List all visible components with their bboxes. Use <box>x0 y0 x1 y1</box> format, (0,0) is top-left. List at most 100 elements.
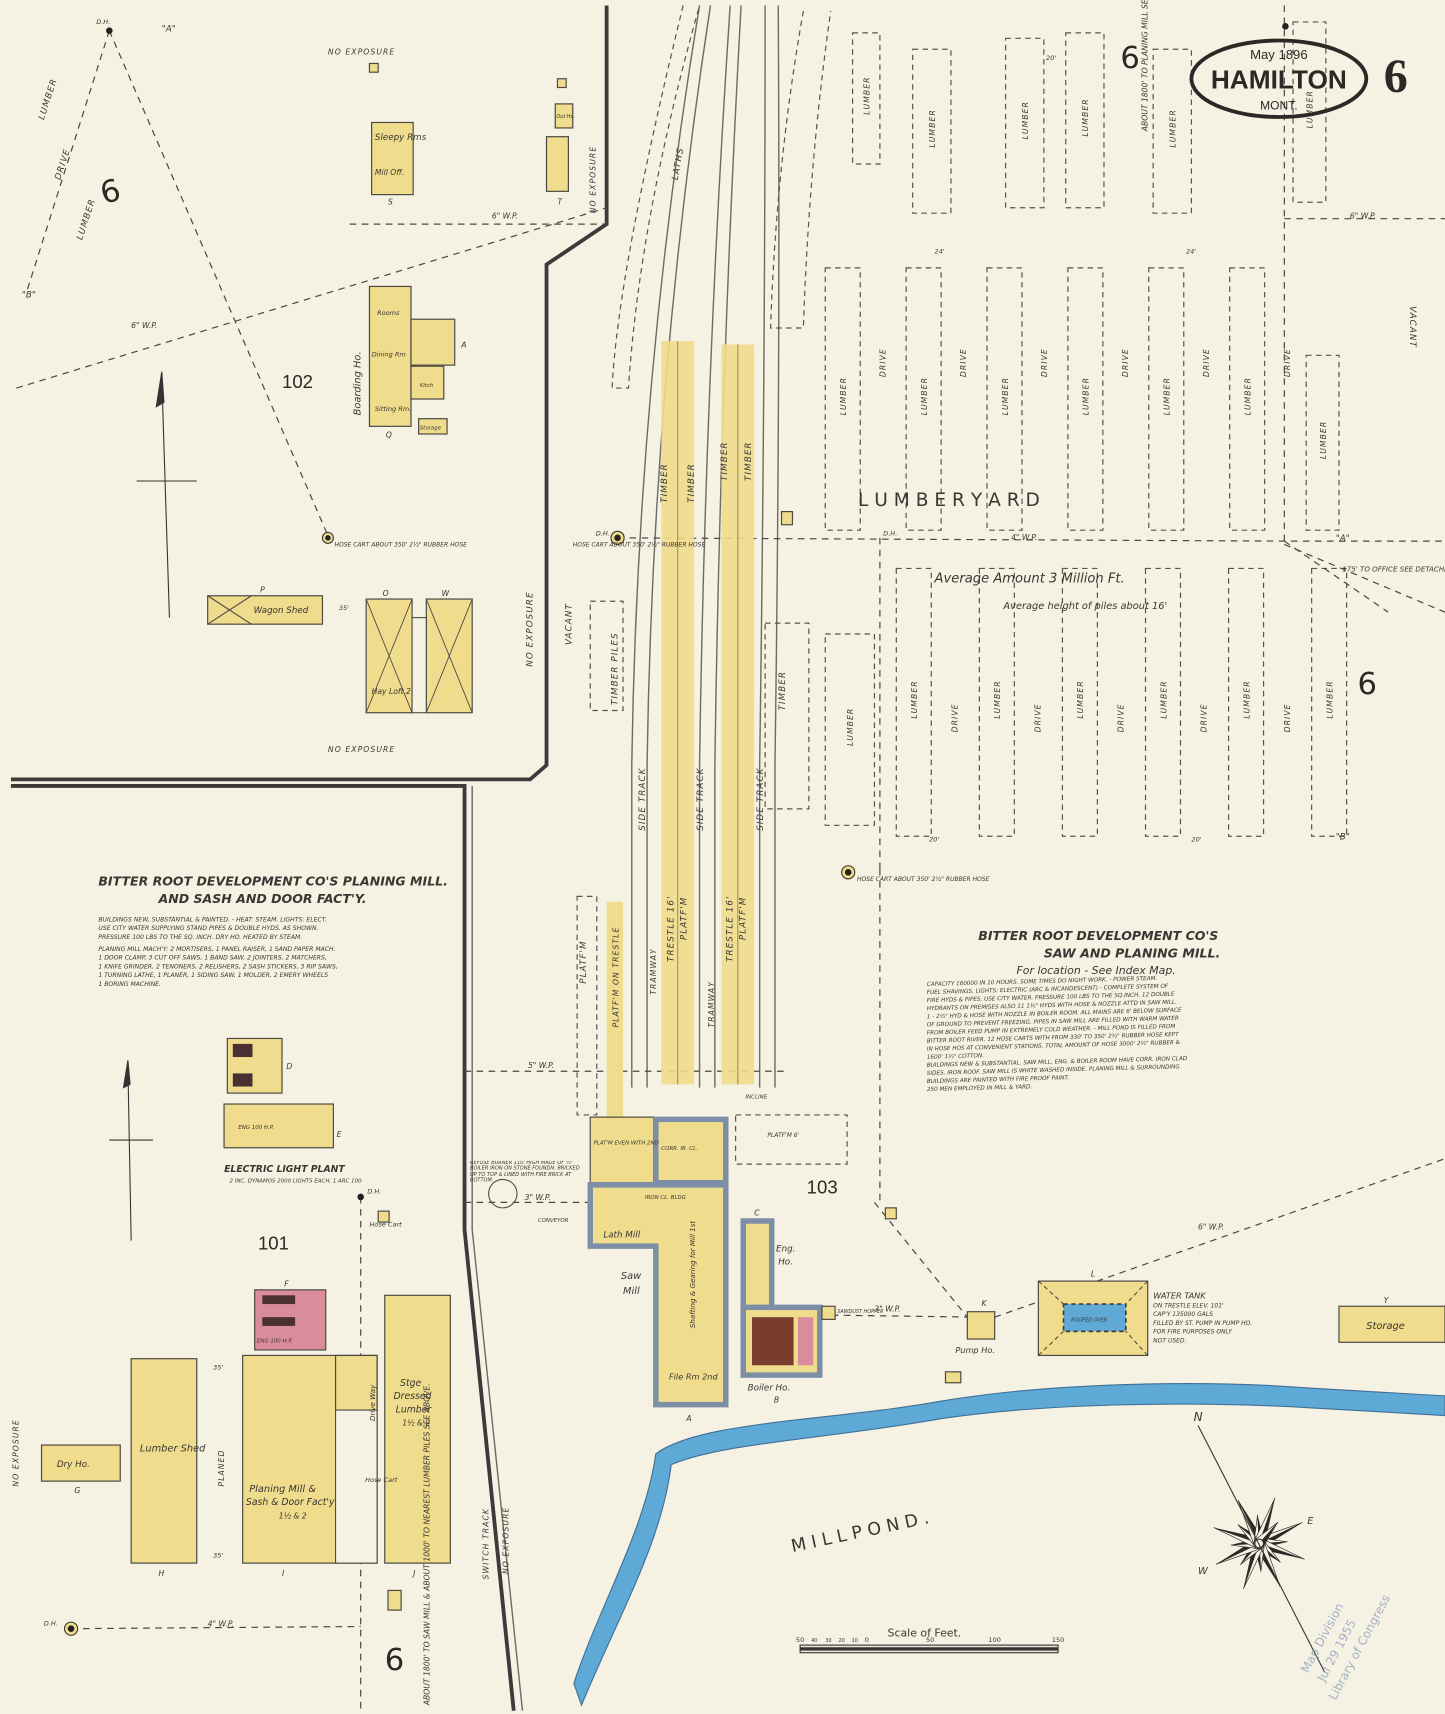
label-water-pipe: 3" W.P. <box>525 1193 551 1202</box>
block-102-number: 102 <box>282 371 313 392</box>
letter-label: T <box>557 197 563 206</box>
letter-label: "A" <box>162 25 176 35</box>
match-sheet-6-bottom: 6 <box>385 1643 404 1678</box>
letter-label: A <box>685 1414 691 1423</box>
water-tank-note-line: FILLED BY ST. PUMP IN PUMP HO. <box>1153 1320 1252 1327</box>
label-lumber: LUMBER <box>993 680 1002 718</box>
label-iron-clad-building: IRON CL. BLDG <box>645 1195 686 1201</box>
label-lumber: LUMBER <box>910 680 919 718</box>
block-102-buildings <box>106 27 625 714</box>
letter-label: W <box>442 589 450 598</box>
label-dimension: 35' <box>339 604 349 612</box>
planing-mill-title-1: BITTER ROOT DEVELOPMENT CO'S PLANING MIL… <box>98 873 448 888</box>
label-planing-mill-note: ABOUT 1800' TO PLANING MILL SEE BELOW. <box>1141 0 1150 132</box>
sawdust-hopper <box>821 1305 836 1320</box>
label-water-pipe: 6" W.P. <box>1350 212 1376 221</box>
title-cartouche: May 1896 HAMILTON MONT. 6 <box>1189 23 1408 119</box>
letter-label: "A" <box>1336 534 1350 544</box>
label-no-exposure: NO EXPOSURE <box>525 591 535 666</box>
label-lumber: LUMBER <box>1163 377 1172 415</box>
letter-label: J <box>411 1569 416 1578</box>
label-lumber: LUMBER <box>1242 680 1251 718</box>
label-dining-room: Dining Rm <box>372 350 406 358</box>
out-house <box>554 103 574 129</box>
label-storage-dressed-lumber: Stge <box>400 1378 421 1389</box>
water-tank-note-line: FOR FIRE PURPOSES ONLY <box>1153 1329 1233 1336</box>
label-drive: DRIVE <box>1117 703 1126 732</box>
label-office-note: 175' TO OFFICE SEE DETACHED THIS SHEET <box>1342 565 1445 574</box>
block-101-boundary <box>10 784 516 1711</box>
letter-label: B <box>774 1395 779 1404</box>
label-lumber: LUMBER <box>1021 101 1030 139</box>
label-platform-even: PLAT'M EVEN WITH 2ND <box>594 1140 659 1146</box>
label-water-pipe: 3" W.P. <box>874 1305 900 1314</box>
lumber-pile <box>1311 567 1348 837</box>
label-dimension: 20' <box>1046 54 1056 62</box>
lumber-pile <box>1065 32 1105 209</box>
label-roofed-over: ROOFED OVER <box>1071 1318 1107 1324</box>
label-timber: TIMBER <box>778 671 788 711</box>
storage-dressed-lumber <box>384 1294 451 1564</box>
label-drive: DRIVE <box>959 348 968 377</box>
label-drive: DRIVE <box>1121 348 1130 377</box>
label-tramway: TRAMWAY <box>649 948 658 995</box>
platform-even-2nd <box>589 1116 655 1184</box>
label-hose-cart-note: HOSE CART ABOUT 350' 2½" RUBBER HOSE <box>573 542 706 549</box>
compass-rose-icon: N E W <box>1194 1410 1326 1673</box>
label-refuse-burner: REFUSE BURNER 110' HIGH MADE OF ¼" BOILE… <box>470 1160 580 1185</box>
label-vacant: VACANT <box>565 603 575 645</box>
label-hose-cart: Hose Cart <box>365 1476 398 1484</box>
block-101-buildings <box>40 1037 451 1636</box>
lumber-pile <box>1152 48 1193 214</box>
label-lumber: LUMBER <box>1081 98 1090 136</box>
letter-label: F <box>284 1280 289 1289</box>
label-out-house: Out Ho. <box>556 114 575 120</box>
label-drive: DRIVE <box>1283 703 1292 732</box>
block-101-number: 101 <box>258 1232 289 1253</box>
label-dh: D.H. <box>96 18 110 26</box>
label-tramway: TRAMWAY <box>707 981 716 1028</box>
label-hay-loft: Hay Loft 2 <box>372 687 411 696</box>
label-storage-dressed-lumber: Lumber <box>396 1404 433 1415</box>
scale-tick-label: 0 <box>865 1636 869 1644</box>
rail-line <box>774 5 780 1088</box>
planing-mill-note-line: USE CITY WATER SUPPLYING STAND PIPES & D… <box>98 925 318 932</box>
saw-mill-complex <box>488 510 1445 1408</box>
saw-mill-subtitle: For location - See Index Map. <box>1017 964 1176 977</box>
label-side-track: SIDE TRACK <box>638 767 648 830</box>
planing-mill-note-line: 1 BORING MACHINE. <box>98 981 161 988</box>
rail-line <box>698 5 731 1088</box>
lumber-pile <box>1148 267 1185 531</box>
label-dimension: 24' <box>1186 248 1196 256</box>
boarding-house <box>368 285 412 427</box>
label-lumber: LUMBER <box>1169 109 1178 147</box>
lumber-pile <box>978 567 1015 837</box>
rail-line <box>758 5 766 1088</box>
saw-mill-note-line: 1600' 1½" COTTON. <box>927 1052 985 1060</box>
river-mill-pond-shore <box>573 1383 1445 1707</box>
lumber-pile <box>1067 267 1104 531</box>
north-arrow-icon <box>109 371 197 1241</box>
letter-label: P <box>260 585 265 594</box>
label-dimension: 24' <box>935 248 945 256</box>
letter-label: K <box>982 1299 988 1308</box>
label-water-pipe: 5" W.P. <box>528 1061 554 1070</box>
letter-label: E <box>337 1130 342 1139</box>
timber-pile <box>764 622 810 810</box>
label-hose-cart-note: HOSE CART ABOUT 350' 2½" RUBBER HOSE <box>857 876 990 883</box>
label-pump-house: Pump Ho. <box>955 1345 995 1355</box>
letter-label: "B" <box>1336 833 1350 843</box>
label-side-track: SIDE TRACK <box>756 767 766 830</box>
lumber-pile <box>895 567 932 837</box>
saw-mill-notes: BITTER ROOT DEVELOPMENT CO'S SAW AND PLA… <box>978 928 1220 977</box>
letter-label: L <box>1091 1270 1095 1279</box>
label-rooms: Rooms <box>377 309 400 317</box>
label-no-exposure: NO EXPOSURE <box>12 1419 21 1486</box>
state-name: MONT. <box>1260 98 1297 112</box>
platform-outline <box>576 895 598 1116</box>
saw-mill-note-line: 250 MEN EMPLOYED IN MILL & YARD. <box>927 1084 1033 1093</box>
label-drive: DRIVE <box>1034 703 1043 732</box>
scale-tick-label: 20 <box>839 1638 845 1644</box>
label-lumber: LUMBER <box>1243 377 1252 415</box>
